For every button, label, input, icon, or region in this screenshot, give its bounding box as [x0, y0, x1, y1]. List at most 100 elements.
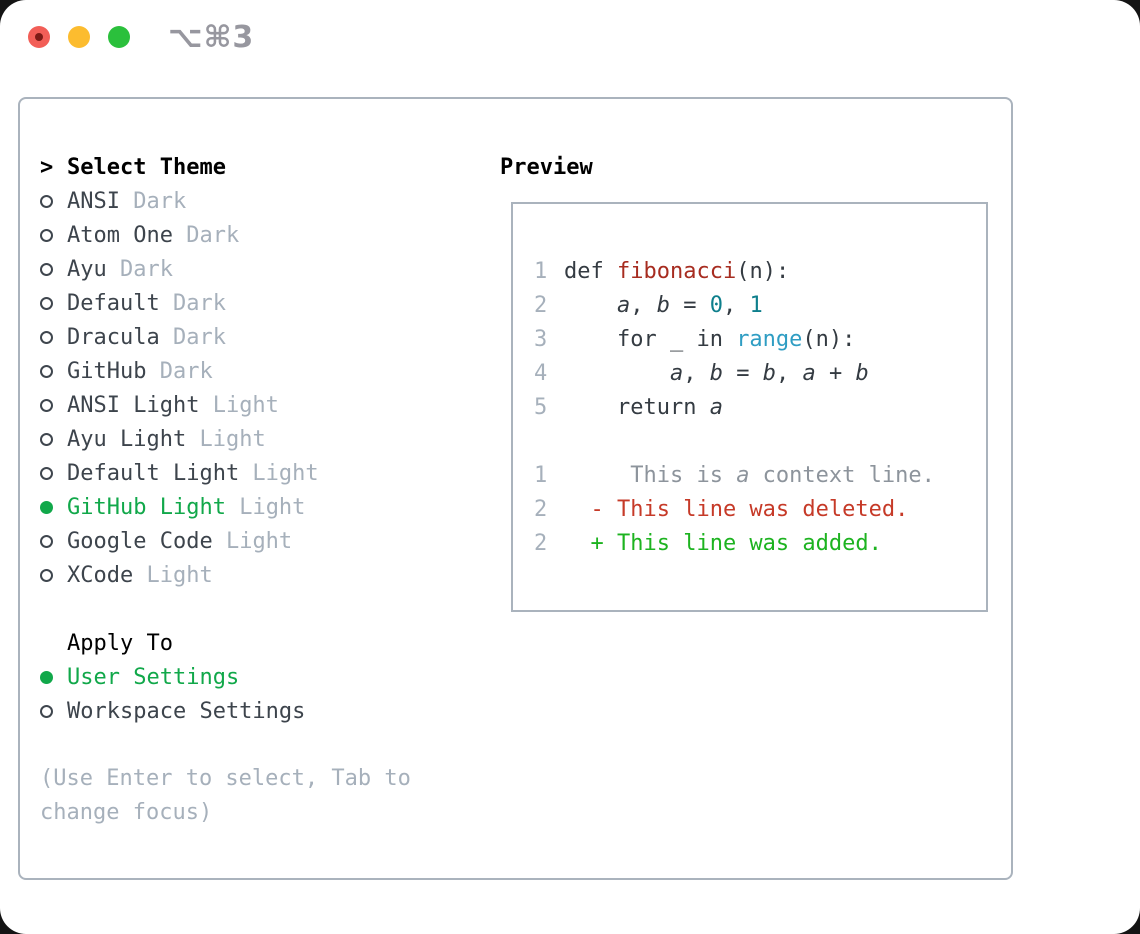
line-number: 1	[534, 258, 548, 284]
line-content: + This line was added.	[564, 530, 882, 556]
theme-option-label: Default Dark	[67, 291, 226, 316]
diff-line: 2 + This line was added.	[513, 526, 986, 560]
token-plain: ,	[630, 292, 657, 318]
token-var: b	[656, 292, 670, 318]
theme-variant: Dark	[106, 256, 173, 282]
theme-picker-heading: >Select Theme	[40, 150, 490, 184]
radio-icon	[40, 670, 67, 684]
theme-variant: Dark	[119, 188, 187, 214]
token-num: 1	[749, 292, 763, 318]
radio-icon	[40, 398, 67, 412]
theme-variant: Light	[133, 562, 213, 588]
theme-option[interactable]: Default Dark	[40, 286, 490, 320]
theme-option[interactable]: ANSI Dark	[40, 184, 490, 218]
radio-unselected-icon	[40, 534, 53, 548]
radio-icon	[40, 296, 67, 310]
radio-unselected-icon	[40, 466, 53, 480]
theme-option[interactable]: Dracula Dark	[40, 320, 490, 354]
line-number: 2	[534, 496, 548, 522]
theme-option[interactable]: XCode Light	[40, 558, 490, 592]
radio-unselected-icon	[40, 364, 53, 378]
token-plain: +	[815, 360, 856, 386]
radio-unselected-icon	[40, 228, 53, 242]
theme-variant: Light	[212, 528, 293, 554]
apply-to-option[interactable]: Workspace Settings	[40, 694, 490, 728]
diff-line: 2 - This line was deleted.	[513, 492, 986, 526]
radio-icon	[40, 500, 67, 514]
spacer	[40, 592, 490, 626]
theme-option[interactable]: Google Code Light	[40, 524, 490, 558]
token-add: + This line was added.	[564, 530, 882, 556]
theme-name: Default Light	[67, 460, 240, 486]
theme-variant: Light	[199, 392, 279, 418]
theme-option-label: Google Code Light	[67, 529, 292, 554]
token-var: a	[802, 360, 816, 386]
apply-to-option-text: Workspace Settings	[67, 698, 306, 724]
radio-icon	[40, 262, 67, 276]
theme-option-label: XCode Light	[67, 563, 213, 588]
titlebar: ⌥⌘3	[0, 0, 1140, 97]
line-number: 4	[534, 360, 548, 386]
radio-icon	[40, 228, 67, 242]
token-plain: =	[669, 292, 710, 318]
radio-icon	[40, 194, 67, 208]
minimize-button[interactable]	[68, 26, 90, 48]
token-context: This is	[564, 462, 737, 488]
token-plain: (n):	[802, 326, 856, 352]
theme-name: ANSI Light	[67, 392, 200, 418]
token-context: context line.	[749, 462, 935, 488]
theme-option-label: ANSI Dark	[67, 189, 186, 214]
line-number: 3	[534, 326, 548, 352]
token-var: b	[709, 360, 723, 386]
line-content: for _ in range(n):	[564, 327, 855, 352]
token-var: b	[762, 360, 776, 386]
token-plain: ,	[683, 360, 710, 386]
theme-variant: Light	[239, 460, 319, 486]
line-content: def fibonacci(n):	[564, 259, 789, 284]
radio-icon	[40, 364, 67, 378]
token-plain: (n):	[736, 258, 790, 284]
theme-option[interactable]: GitHub Dark	[40, 354, 490, 388]
theme-option[interactable]: Default Light Light	[40, 456, 490, 490]
token-plain: ,	[722, 292, 750, 318]
theme-option-label: Atom One Dark	[67, 223, 239, 248]
maximize-button[interactable]	[108, 26, 130, 48]
code-line: 5 return a	[513, 390, 986, 424]
theme-name: ANSI	[67, 188, 120, 214]
theme-name: Default	[67, 290, 160, 316]
radio-unselected-icon	[40, 194, 53, 208]
apply-to-option-label: User Settings	[67, 665, 239, 690]
token-num: 0	[709, 292, 723, 318]
radio-icon	[40, 432, 67, 446]
apply-to-heading: Apply To	[40, 626, 490, 660]
theme-option[interactable]: Atom One Dark	[40, 218, 490, 252]
theme-option[interactable]: Ayu Dark	[40, 252, 490, 286]
radio-unselected-icon	[40, 330, 53, 344]
theme-variant: Light	[186, 426, 266, 452]
theme-option[interactable]: Ayu Light Light	[40, 422, 490, 456]
token-plain	[564, 293, 617, 318]
theme-variant: Light	[225, 494, 306, 520]
line-content: This is a context line.	[564, 463, 935, 488]
theme-option-label: Default Light Light	[67, 461, 319, 486]
theme-option[interactable]: ANSI Light Light	[40, 388, 490, 422]
theme-name: Ayu	[67, 256, 107, 282]
token-func: fibonacci	[616, 258, 737, 284]
theme-name: Ayu Light	[67, 426, 187, 452]
radio-unselected-icon	[40, 432, 53, 446]
diff-line: 1 This is a context line.	[513, 458, 986, 492]
theme-variant: Dark	[159, 290, 226, 316]
token-var: a	[709, 394, 723, 420]
preview-pane: 1 def fibonacci(n): 2 a, b = 0, 1 3 for _ i…	[511, 202, 988, 612]
theme-option-label: Ayu Light Light	[67, 427, 266, 452]
apply-to-option-label: Workspace Settings	[67, 699, 305, 724]
prompt-caret-icon: >	[40, 154, 54, 180]
line-content: a, b = b, a + b	[564, 361, 869, 386]
theme-option[interactable]: GitHub Light Light	[40, 490, 490, 524]
theme-name: Dracula	[67, 324, 160, 350]
close-button[interactable]	[28, 26, 50, 48]
apply-to-option[interactable]: User Settings	[40, 660, 490, 694]
radio-icon	[40, 568, 67, 582]
